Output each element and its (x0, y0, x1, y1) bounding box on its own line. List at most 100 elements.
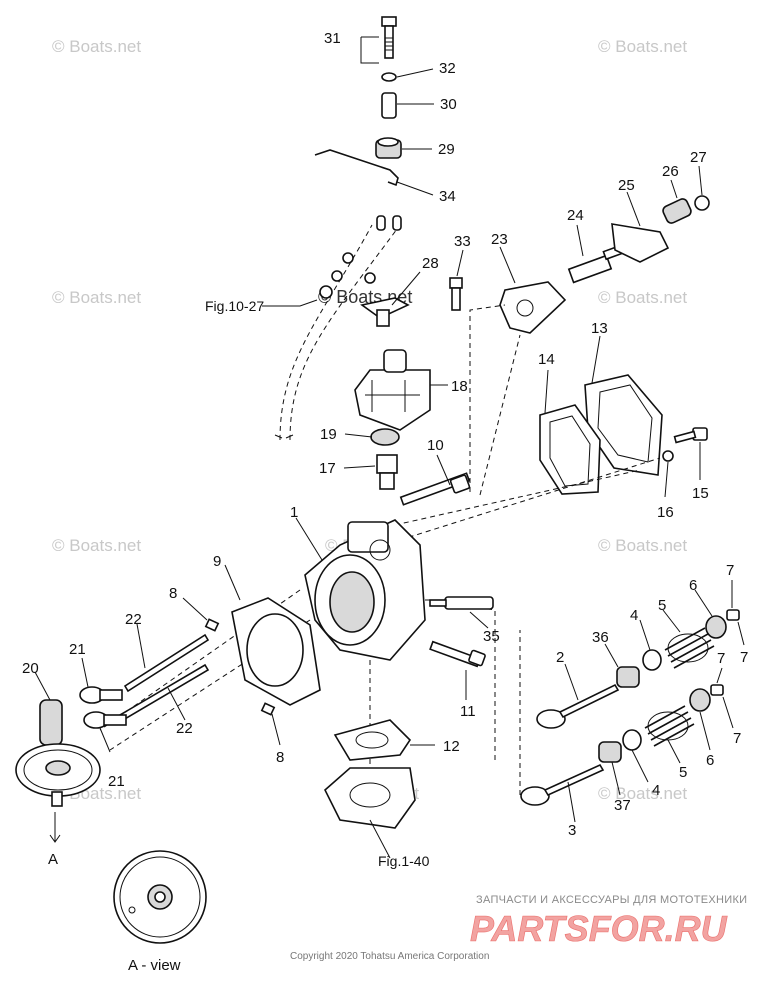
callout-4: 4 (630, 607, 638, 624)
callout-37: 37 (614, 797, 631, 814)
callout-15: 15 (692, 485, 709, 502)
callout-21: 21 (69, 641, 86, 658)
fig-ref-bottom: Fig.1-40 (378, 853, 430, 869)
carburetor-18-shape (354, 349, 431, 431)
callout-6: 6 (706, 752, 714, 769)
plate-12-shape (333, 719, 412, 761)
diaphragm-19-shape (370, 428, 400, 446)
callout-11: 11 (460, 703, 476, 720)
callout-35: 35 (483, 628, 500, 645)
seal-37-shape (598, 741, 622, 763)
callout-2: 2 (556, 649, 564, 666)
callout-25: 25 (618, 177, 635, 194)
cap-26-shape (662, 198, 692, 224)
plate-25-shape (611, 223, 670, 263)
spring-5-shape (644, 705, 695, 747)
washer-4-shape (642, 649, 662, 671)
spring-5-shape (664, 627, 715, 669)
rod-34-shape (314, 149, 399, 187)
tappet-21-shape (79, 686, 123, 704)
washer-32-shape (381, 72, 397, 82)
callout-33: 33 (454, 233, 471, 250)
watermark: © Boats.net (598, 536, 687, 555)
callout-8: 8 (276, 749, 284, 766)
camshaft-gear-20-shape (15, 699, 101, 807)
a-view-gear-shape (113, 850, 207, 944)
callout-6: 6 (689, 577, 697, 594)
copyright-text: Copyright 2020 Tohatsu America Corporati… (290, 951, 490, 962)
cotter-7-shape (726, 609, 740, 621)
callout-19: 19 (320, 426, 337, 443)
washer-4-shape (622, 729, 642, 751)
callout-8: 8 (169, 585, 177, 602)
dowel-8-shape (204, 618, 220, 632)
callout-14: 14 (538, 351, 555, 368)
callout-9: 9 (213, 553, 221, 570)
callout-30: 30 (440, 96, 457, 113)
push-rod-22-shape (118, 663, 210, 722)
callout-20: 20 (22, 660, 39, 677)
callout-13: 13 (591, 320, 608, 337)
fig-ref-top: Fig.10-27 (205, 298, 264, 314)
dowel-8-shape (260, 702, 276, 716)
callout-5: 5 (658, 597, 666, 614)
tappet-21-shape (83, 711, 127, 729)
callout-10: 10 (427, 437, 444, 454)
fitting-17-shape (376, 454, 398, 490)
callout-22: 22 (176, 720, 193, 737)
push-rod-22-shape (123, 633, 210, 693)
callout-3: 3 (568, 822, 576, 839)
callout-27: 27 (690, 149, 707, 166)
brand-logo: PARTSFOR.RU (470, 908, 728, 949)
gasket-bottom-shape (324, 767, 416, 829)
cylinder-block-1-shape (304, 519, 426, 661)
callout-23: 23 (491, 231, 508, 248)
bolt-15-shape (673, 427, 708, 444)
bolt-11-shape (429, 640, 486, 668)
pin-30-shape (381, 92, 397, 119)
watermark: © Boats.net (598, 784, 687, 803)
view-arrow-label: A (48, 851, 58, 868)
callout-26: 26 (662, 163, 679, 180)
washer-16-shape (662, 450, 674, 462)
callout-18: 18 (451, 378, 468, 395)
seal-36-shape (616, 666, 640, 688)
callout-22: 22 (125, 611, 142, 628)
linkage-cables (274, 215, 402, 441)
watermark: © Boats.net (52, 288, 141, 307)
callout-4: 4 (652, 782, 660, 799)
plate-23-shape (499, 281, 567, 334)
callout-7: 7 (733, 730, 741, 747)
callout-12: 12 (443, 738, 460, 755)
callout-29: 29 (438, 141, 455, 158)
brand-tagline: ЗАПЧАСТИ И АКСЕССУАРЫ ДЛЯ МОТОТЕХНИКИ (476, 894, 748, 906)
callout-24: 24 (567, 207, 584, 224)
callout-5: 5 (679, 764, 687, 781)
bolt-10-shape (399, 472, 471, 506)
gasket-9-shape (231, 597, 321, 706)
callout-7: 7 (717, 650, 725, 667)
screw-33-shape (449, 277, 463, 311)
watermark: © Boats.net (52, 37, 141, 56)
retainer-6-shape (689, 688, 711, 712)
watermark: © Boats.net (598, 288, 687, 307)
watermark: © Boats.net (598, 37, 687, 56)
retainer-6-shape (705, 615, 727, 639)
callout-36: 36 (592, 629, 609, 646)
spark-plug-35-shape (429, 596, 494, 610)
callout-16: 16 (657, 504, 674, 521)
brand-logo-text: PARTSFOR.RU (470, 908, 728, 949)
callout-7: 7 (740, 649, 748, 666)
callout-31: 31 (324, 30, 341, 47)
callout-17: 17 (319, 460, 336, 477)
callout-21: 21 (108, 773, 125, 790)
bracket-28-shape (360, 297, 410, 327)
nut-27-shape (694, 195, 710, 211)
watermark: © Boats.net (52, 536, 141, 555)
valve-3-shape (520, 763, 605, 806)
bolt-31-shape (381, 16, 397, 59)
callout-7: 7 (726, 562, 734, 579)
cotter-7-shape (710, 684, 724, 696)
valve-2-shape (536, 683, 620, 729)
